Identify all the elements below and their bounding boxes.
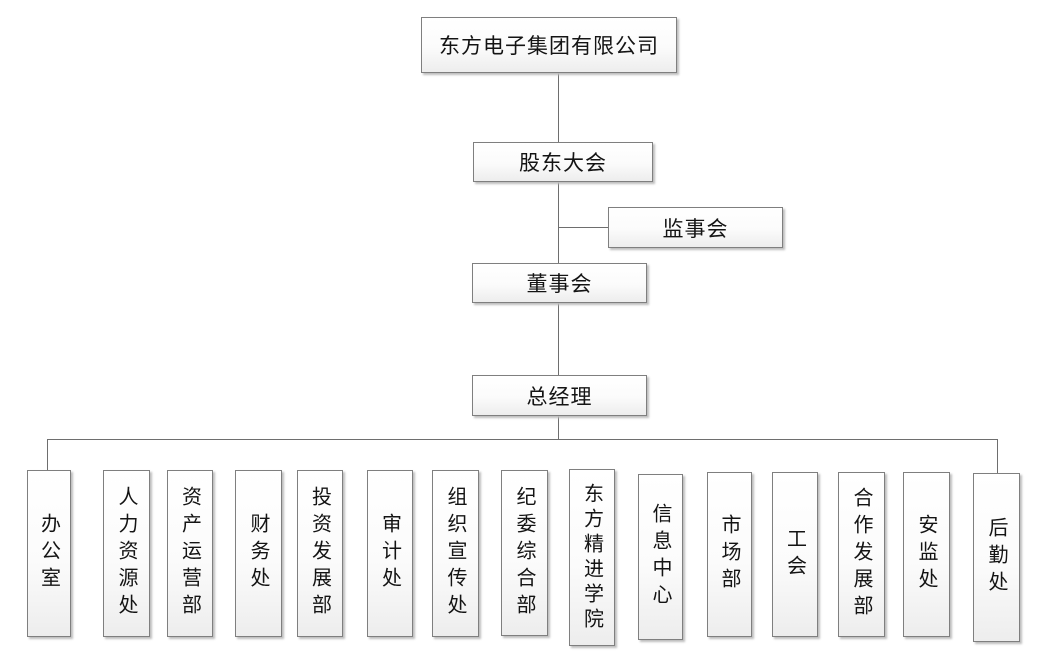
dept-box-dongfang-jingjin-academy: 东方精进学院	[569, 469, 615, 646]
dept-box-investment-development: 投资发展部	[297, 470, 343, 637]
shareholders-meeting-label: 股东大会	[519, 151, 607, 175]
connector-gm-to-bus	[558, 416, 559, 439]
org-box-shareholders-meeting: 股东大会	[473, 142, 653, 182]
dept-box-audit: 审计处	[367, 470, 413, 637]
dept-label: 财务处	[247, 513, 269, 594]
org-box-supervisory-board: 监事会	[608, 207, 783, 248]
dept-label: 工会	[783, 527, 806, 582]
connector-root-to-shareholders	[558, 73, 559, 142]
connector-shareholders-to-board	[558, 182, 559, 263]
dept-label: 人力资源处	[115, 486, 137, 621]
dept-label: 纪委综合部	[513, 485, 535, 621]
dept-label: 办公室	[37, 513, 60, 594]
dept-box-labor-union: 工会	[772, 472, 818, 637]
connector-bus-right-drop	[997, 439, 998, 473]
board-of-directors-label: 董事会	[526, 272, 593, 296]
connector-board-to-gm	[558, 303, 559, 375]
dept-label: 信息中心	[649, 503, 671, 611]
connector-bus-left-drop	[47, 439, 48, 470]
company-root-label: 东方电子集团有限公司	[439, 34, 659, 58]
dept-label: 审计处	[378, 513, 401, 594]
dept-label: 市场部	[718, 514, 740, 595]
dept-box-organization-propaganda: 组织宣传处	[432, 470, 479, 637]
dept-label: 资产运营部	[178, 486, 201, 621]
dept-box-finance: 财务处	[235, 470, 282, 637]
dept-label: 东方精进学院	[580, 482, 603, 633]
supervisory-board-label: 监事会	[662, 216, 729, 241]
dept-label: 安监处	[915, 514, 937, 595]
dept-box-cooperation-development: 合作发展部	[838, 472, 885, 637]
dept-label: 后勤处	[985, 517, 1007, 598]
dept-box-human-resources: 人力资源处	[103, 470, 150, 637]
dept-box-marketing: 市场部	[707, 472, 752, 637]
org-box-company-root: 东方电子集团有限公司	[421, 17, 677, 73]
connector-branch-to-supervisors	[558, 227, 608, 228]
dept-label: 投资发展部	[308, 486, 331, 621]
connector-bus-horizontal	[47, 439, 998, 440]
org-box-board-of-directors: 董事会	[472, 263, 647, 303]
general-manager-label: 总经理	[526, 384, 593, 409]
dept-box-general-office: 办公室	[27, 470, 71, 637]
dept-label: 合作发展部	[850, 487, 872, 622]
dept-box-discipline-inspection: 纪委综合部	[501, 470, 548, 636]
dept-box-logistics: 后勤处	[973, 473, 1020, 642]
dept-box-safety-supervision: 安监处	[903, 472, 950, 637]
dept-box-asset-operations: 资产运营部	[167, 470, 213, 637]
dept-box-information-center: 信息中心	[638, 474, 683, 640]
org-box-general-manager: 总经理	[472, 375, 647, 416]
dept-label: 组织宣传处	[444, 486, 466, 621]
